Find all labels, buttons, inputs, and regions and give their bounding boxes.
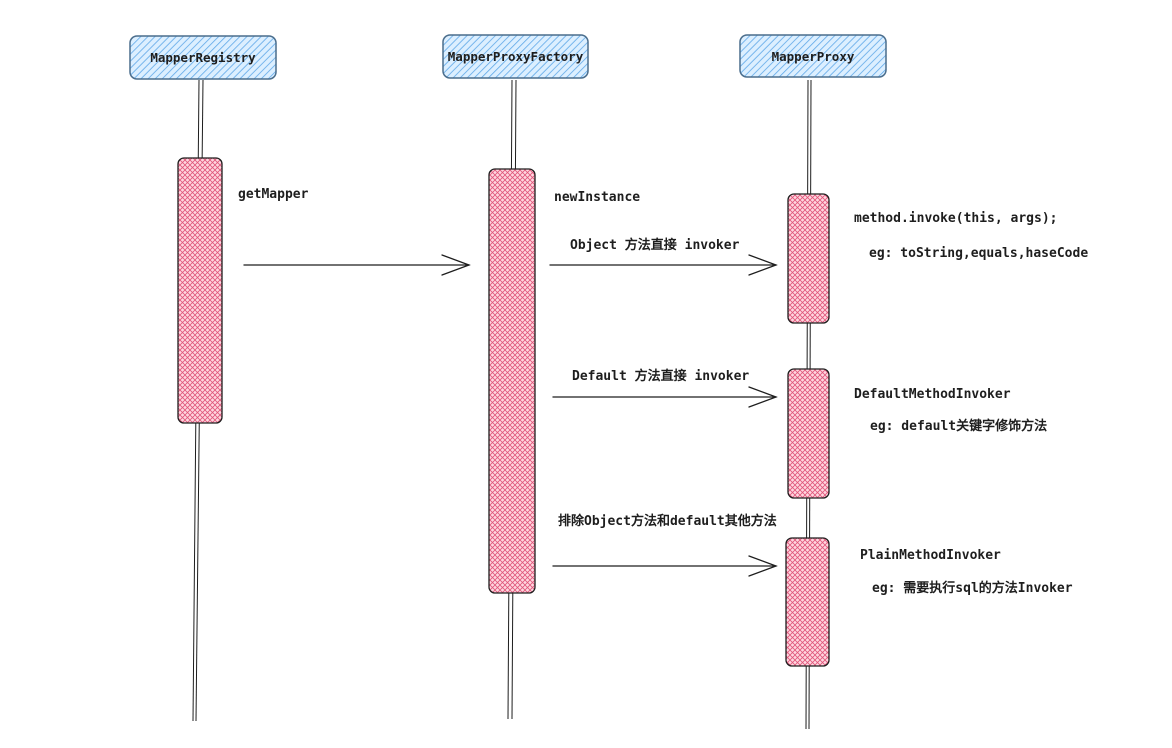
arrow-plain-invoker <box>552 555 778 577</box>
note-default-method-invoker-eg: eg: default关键字修饰方法 <box>870 419 1048 434</box>
note-method-invoke: method.invoke(this, args); <box>854 211 1058 226</box>
note-plain-method-invoker-eg: eg: 需要执行sql的方法Invoker <box>872 581 1073 596</box>
message-label-object-invoker: Object 方法直接 invoker <box>570 238 740 253</box>
activation-proxy-object <box>787 193 830 324</box>
participant-label-factory: MapperProxyFactory <box>447 49 584 64</box>
activation-factory <box>488 168 536 594</box>
message-label-default-invoker: Default 方法直接 invoker <box>572 369 750 384</box>
participant-label-proxy: MapperProxy <box>771 48 855 64</box>
arrow-get-mapper <box>243 254 471 276</box>
participant-label-registry: MapperRegistry <box>150 50 256 65</box>
message-label-plain-invoker: 排除Object方法和default其他方法 <box>558 514 777 529</box>
activation-proxy-plain <box>785 537 830 667</box>
arrow-default-invoker <box>552 386 778 408</box>
message-label-get-mapper: getMapper <box>238 187 309 202</box>
note-default-method-invoker: DefaultMethodInvoker <box>854 387 1011 402</box>
note-method-invoke-eg: eg: toString,equals,haseCode <box>869 246 1089 261</box>
participant-box-registry <box>129 35 277 80</box>
activation-proxy-default <box>787 368 830 499</box>
arrow-object-invoker <box>549 254 778 276</box>
participant-box-proxy <box>739 34 887 78</box>
message-label-new-instance: newInstance <box>554 190 641 205</box>
activation-registry <box>177 157 223 424</box>
participant-box-factory <box>442 34 589 79</box>
note-plain-method-invoker: PlainMethodInvoker <box>860 548 1001 563</box>
